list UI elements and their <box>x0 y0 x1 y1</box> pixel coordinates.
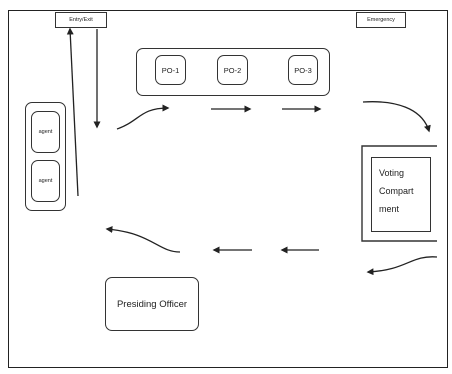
entry-exit-door: Entry/Exit <box>55 12 107 28</box>
polling-officer-3: PO-3 <box>288 55 318 85</box>
voting-label-line-2: Compart <box>379 186 414 196</box>
emergency-door: Emergency <box>356 12 406 28</box>
polling-officer-1: PO-1 <box>155 55 186 85</box>
voting-compartment: Voting Compart ment <box>371 157 431 232</box>
polling-officer-2: PO-2 <box>217 55 248 85</box>
voting-label-line-1: Voting <box>379 168 405 178</box>
presiding-officer-desk: Presiding Officer <box>105 277 199 331</box>
agent-seat-2: agent <box>31 160 60 202</box>
agent-seat-1: agent <box>31 111 60 153</box>
voting-label-line-3: ment <box>379 204 400 214</box>
polling-booth-boundary <box>8 10 448 368</box>
